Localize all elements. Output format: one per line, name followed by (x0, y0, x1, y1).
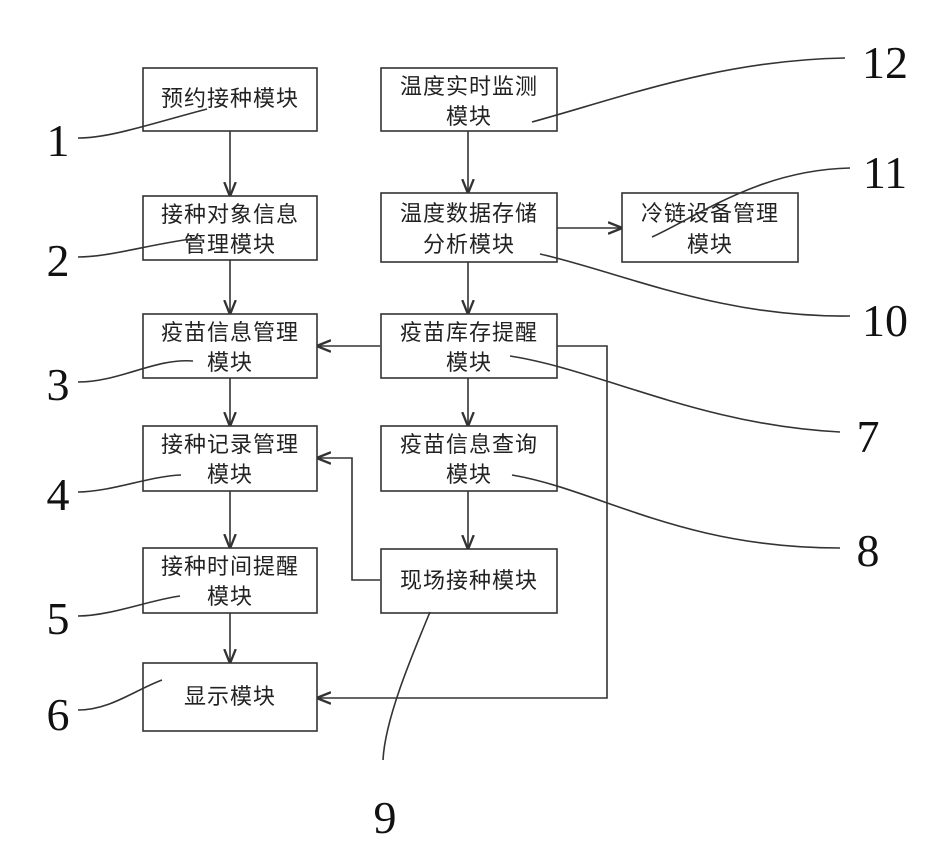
module-vaccine-info-line2: 模块 (207, 351, 253, 376)
module-vaccine-query-line2: 模块 (446, 463, 492, 488)
module-onsite-vaccination: 现场接种模块 (381, 549, 557, 613)
module-vaccination-record-line1: 接种记录管理 (161, 433, 299, 458)
numeral-7: 7 (857, 411, 880, 462)
module-vaccine-info-line1: 疫苗信息管理 (161, 321, 299, 346)
module-inventory-alert-line1: 疫苗库存提醒 (400, 321, 538, 346)
leader-9 (383, 612, 430, 760)
leader-8 (512, 475, 840, 548)
module-onsite-vaccination-label: 现场接种模块 (400, 569, 538, 594)
leader-10 (540, 254, 850, 316)
module-vaccination-reminder-line1: 接种时间提醒 (161, 555, 299, 580)
numeral-1: 1 (47, 115, 70, 166)
module-temp-monitor-line2: 模块 (446, 105, 492, 130)
leader-12 (532, 58, 845, 122)
numeral-4: 4 (47, 469, 70, 520)
module-vaccination-reminder: 接种时间提醒 模块 (143, 548, 317, 613)
module-vaccine-query-line1: 疫苗信息查询 (400, 433, 538, 458)
numeral-11: 11 (863, 147, 907, 198)
module-vaccination-record-line2: 模块 (207, 463, 253, 488)
leader-lines (78, 58, 850, 760)
edge-onsite-to-record (318, 458, 380, 580)
module-appointment-label: 预约接种模块 (161, 87, 299, 112)
module-vaccination-reminder-line2: 模块 (207, 585, 253, 610)
module-temp-monitor: 温度实时监测 模块 (381, 68, 557, 131)
numeral-2: 2 (47, 235, 70, 286)
numeral-12: 12 (862, 37, 908, 88)
module-inventory-alert: 疫苗库存提醒 模块 (381, 314, 557, 378)
module-cold-chain-line1: 冷链设备管理 (641, 202, 779, 227)
module-temp-monitor-line1: 温度实时监测 (400, 75, 538, 100)
numeral-10: 10 (862, 295, 908, 346)
module-recipient-info-line1: 接种对象信息 (161, 203, 299, 228)
leader-7 (510, 356, 840, 432)
module-vaccine-info: 疫苗信息管理 模块 (143, 314, 317, 378)
numeral-3: 3 (47, 359, 70, 410)
edge-inventory-to-display (318, 346, 607, 698)
module-recipient-info-line2: 管理模块 (184, 233, 276, 258)
numeral-9: 9 (374, 792, 397, 843)
numeral-8: 8 (857, 525, 880, 576)
module-cold-chain: 冷链设备管理 模块 (622, 193, 798, 262)
module-display: 显示模块 (143, 663, 317, 731)
module-cold-chain-line2: 模块 (687, 233, 733, 258)
module-inventory-alert-line2: 模块 (446, 351, 492, 376)
module-appointment: 预约接种模块 (143, 68, 317, 131)
numeral-5: 5 (47, 593, 70, 644)
module-display-label: 显示模块 (184, 685, 276, 710)
module-recipient-info: 接种对象信息 管理模块 (143, 196, 317, 260)
module-temp-storage-line1: 温度数据存储 (400, 202, 538, 227)
module-temp-storage: 温度数据存储 分析模块 (381, 193, 557, 262)
module-vaccine-query: 疫苗信息查询 模块 (381, 426, 557, 491)
numeral-6: 6 (47, 689, 70, 740)
module-temp-storage-line2: 分析模块 (423, 233, 515, 258)
module-vaccination-record: 接种记录管理 模块 (143, 426, 317, 491)
